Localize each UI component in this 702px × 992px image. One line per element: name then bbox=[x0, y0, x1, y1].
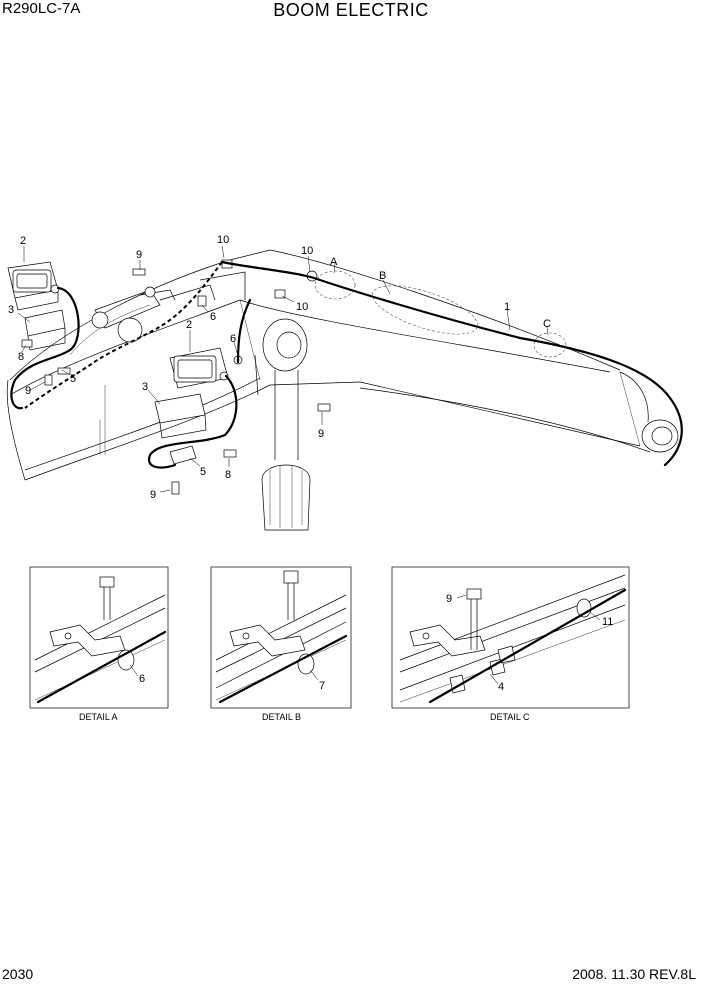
work-lamp-left bbox=[7, 261, 60, 311]
cylinder-assembly bbox=[254, 318, 311, 531]
page-title: BOOM ELECTRIC bbox=[273, 0, 429, 20]
callout-clip: 10 bbox=[296, 301, 308, 313]
callout-screw: 9 bbox=[25, 385, 31, 397]
model-number: R290LC-7A bbox=[2, 0, 81, 17]
zone-a-label: A bbox=[330, 256, 338, 268]
detail-zone-a bbox=[314, 270, 356, 300]
detail-c-caption: DETAIL C bbox=[490, 712, 530, 722]
callout-bracket: 3 bbox=[142, 381, 148, 393]
lamp-bracket-center bbox=[154, 393, 207, 465]
callout-clip-7: 7 bbox=[319, 680, 325, 692]
detail-c: 9 4 11 DETAIL C bbox=[391, 566, 630, 722]
callout-clip-11: 11 bbox=[602, 616, 613, 628]
detail-a-caption: DETAIL A bbox=[79, 712, 118, 722]
boom-structure bbox=[6, 249, 679, 481]
detail-b: 7 DETAIL B bbox=[210, 566, 352, 722]
callout-screw: 9 bbox=[446, 593, 452, 605]
callout-clip: 10 bbox=[217, 234, 229, 246]
page-number: 2030 bbox=[2, 966, 34, 982]
upper-tube-assembly bbox=[91, 286, 176, 343]
callout-clamp: 5 bbox=[70, 373, 76, 385]
detail-zone-c bbox=[533, 332, 567, 358]
callout-cover: 4 bbox=[498, 681, 504, 693]
callout-screw: 9 bbox=[318, 428, 324, 440]
callout-bolt: 8 bbox=[225, 469, 231, 481]
callout-clamp: 5 bbox=[200, 466, 206, 478]
callout-lamp: 2 bbox=[20, 235, 26, 247]
wiring-harness bbox=[10, 260, 683, 469]
revision-date: 2008. 11.30 REV.8L bbox=[572, 966, 696, 982]
leader-lines bbox=[17, 245, 549, 493]
detail-b-caption: DETAIL B bbox=[262, 712, 301, 722]
callout-clip: 10 bbox=[301, 245, 313, 257]
zone-c-label: C bbox=[543, 318, 551, 330]
callout-clip-6: 6 bbox=[139, 673, 145, 685]
work-lamp-center bbox=[169, 347, 229, 389]
callout-harness: 1 bbox=[504, 301, 510, 313]
detail-zone-b bbox=[372, 285, 478, 335]
callout-lamp: 2 bbox=[186, 319, 192, 331]
callout-bolt: 8 bbox=[18, 351, 24, 363]
callout-clip-6: 6 bbox=[230, 333, 236, 345]
zone-b-label: B bbox=[379, 270, 386, 282]
callout-screw: 9 bbox=[136, 249, 142, 261]
callout-clip-6: 6 bbox=[210, 311, 216, 323]
detail-a: 6 DETAIL A bbox=[29, 566, 169, 722]
callout-screw: 9 bbox=[150, 489, 156, 501]
callout-bracket: 3 bbox=[8, 304, 14, 316]
